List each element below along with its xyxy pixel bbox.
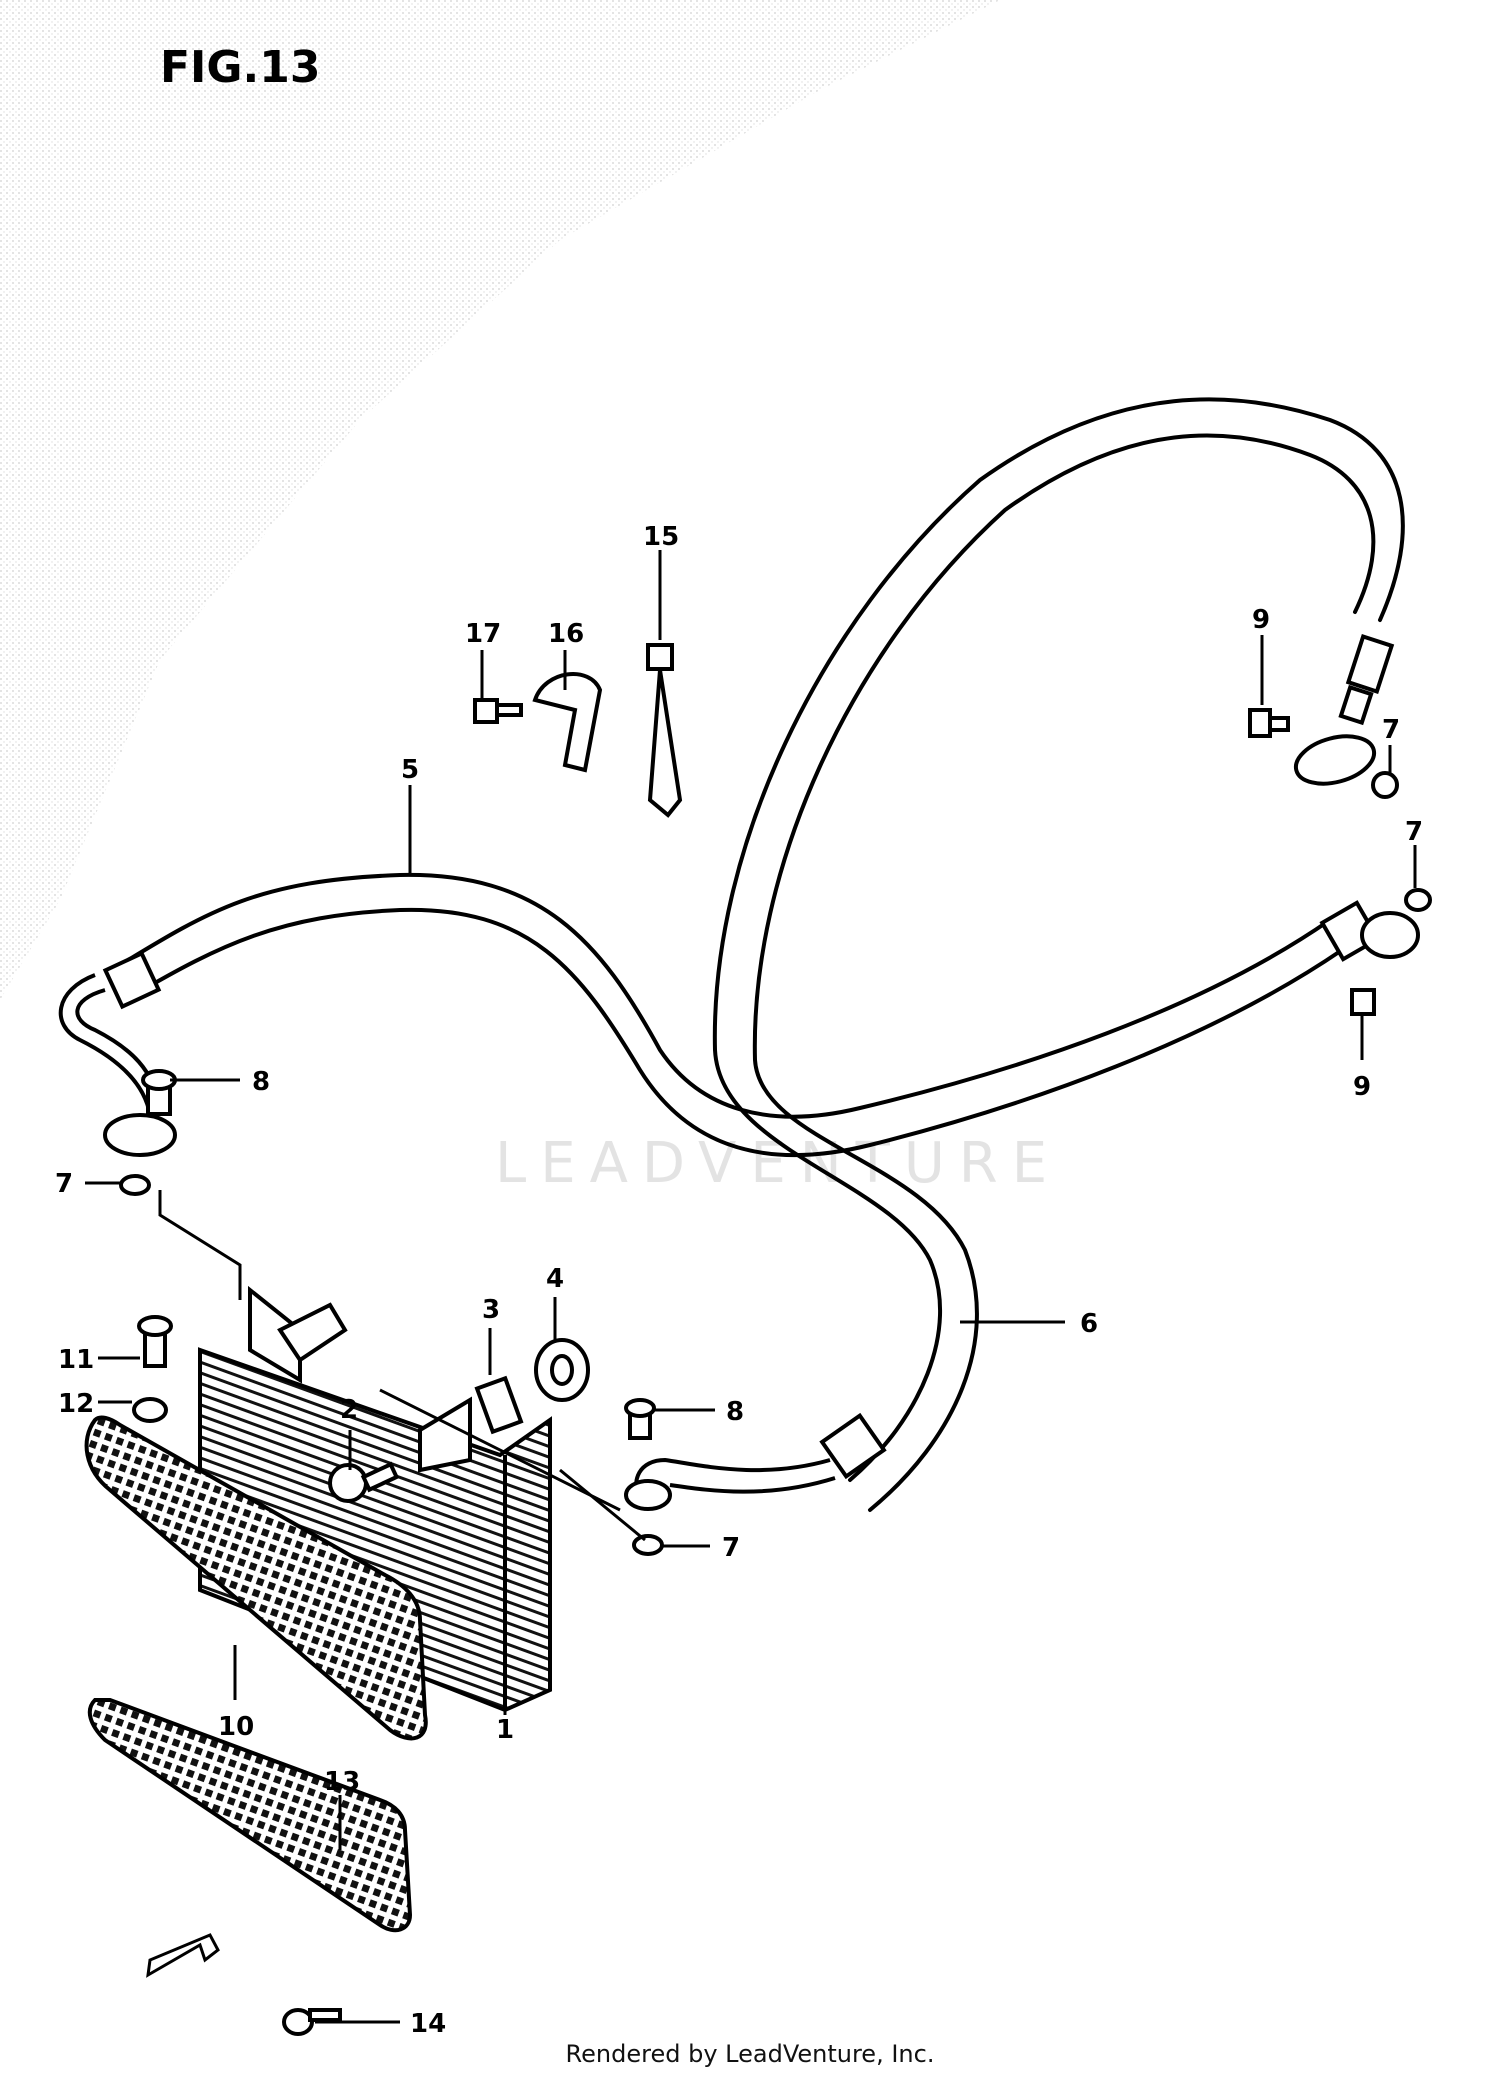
direction-arrow <box>146 1933 220 1978</box>
figure-title: FIG.13 <box>160 42 321 93</box>
cooler-cover-13 <box>87 1698 413 1933</box>
cooler-cover-10 <box>84 1415 428 1741</box>
callout-15: 15 <box>643 522 679 552</box>
callout-7-lower: 7 <box>722 1533 740 1563</box>
callout-17: 17 <box>465 619 501 649</box>
callout-11: 11 <box>58 1345 94 1375</box>
oil-hose-6 <box>712 397 1405 1512</box>
callout-7-upper-right: 7 <box>1382 715 1400 745</box>
callout-9-right: 9 <box>1353 1072 1371 1102</box>
bolt-2 <box>328 1461 400 1503</box>
washer-7-left <box>119 1174 151 1196</box>
bolt-17 <box>473 698 523 724</box>
callout-8-lower: 8 <box>726 1397 744 1427</box>
callout-16: 16 <box>548 619 584 649</box>
washer-7-upper-right <box>1371 771 1399 799</box>
grommet-4 <box>534 1338 590 1402</box>
washer-7-lower <box>632 1534 664 1556</box>
callout-9-upper: 9 <box>1252 605 1270 635</box>
callout-6: 6 <box>1080 1309 1098 1339</box>
washer-12 <box>132 1397 168 1423</box>
callout-7-left: 7 <box>55 1169 73 1199</box>
clamp-16 <box>532 672 603 773</box>
bolt-9-upper <box>1248 708 1290 738</box>
clamp-15 <box>646 643 683 818</box>
assembly-guides <box>158 1190 646 1542</box>
spacer-3 <box>474 1375 524 1435</box>
oil-hose-5 <box>118 872 1344 1157</box>
callout-1: 1 <box>496 1715 514 1745</box>
hose-fitting-lower <box>624 1412 887 1511</box>
hose-fitting-upper-right <box>1293 634 1395 786</box>
screw-14 <box>282 2008 342 2036</box>
callout-7-right: 7 <box>1405 817 1423 847</box>
washer-7-right <box>1404 888 1432 912</box>
footer-credit: Rendered by LeadVenture, Inc. <box>565 2040 935 2068</box>
bolt-8-lower <box>624 1398 656 1440</box>
callout-8-upper: 8 <box>252 1067 270 1097</box>
hose-fitting-right <box>1319 900 1420 962</box>
callout-3: 3 <box>482 1295 500 1325</box>
callout-2: 2 <box>340 1395 358 1425</box>
callout-14: 14 <box>410 2009 446 2039</box>
callout-5: 5 <box>401 755 419 785</box>
callout-10: 10 <box>218 1712 254 1742</box>
hose-fitting-left <box>58 950 177 1157</box>
bolt-9-right <box>1350 988 1376 1016</box>
bolt-11 <box>137 1315 173 1368</box>
bolt-8-upper <box>141 1069 177 1116</box>
callout-12: 12 <box>58 1389 94 1419</box>
callout-leaders <box>85 550 1417 2024</box>
stipple-texture <box>0 0 1000 1000</box>
callout-13: 13 <box>324 1767 360 1797</box>
callout-4: 4 <box>546 1264 564 1294</box>
watermark-text: LEADVENTURE <box>495 1131 1061 1196</box>
